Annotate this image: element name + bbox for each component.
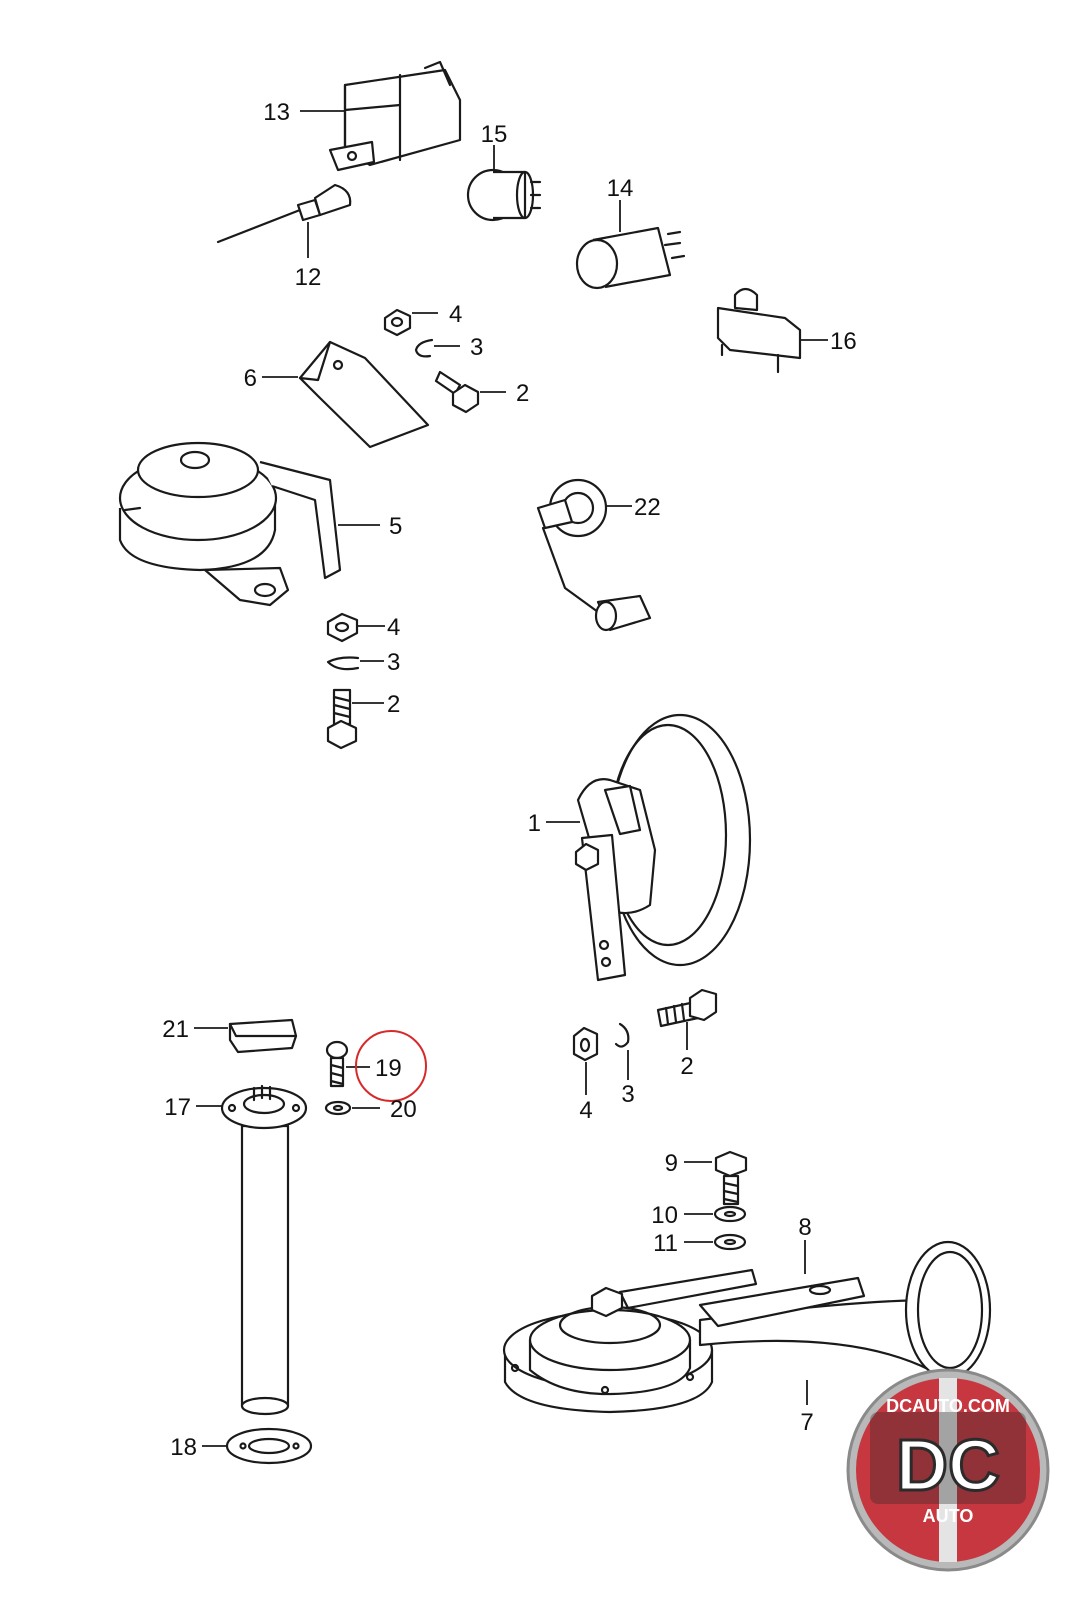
part-13-relay (328, 60, 462, 172)
part-22-sender (536, 478, 652, 632)
part-3-washer-middle (326, 656, 360, 671)
part-11-washer (713, 1233, 747, 1251)
callout-20: 20 (390, 1096, 417, 1123)
part-20-washer (324, 1100, 352, 1116)
callout-4-lower: 4 (579, 1097, 592, 1124)
part-2-bolt-middle (326, 688, 358, 750)
part-19-screw (325, 1040, 349, 1088)
callout-11: 11 (653, 1230, 678, 1257)
callout-14: 14 (607, 175, 634, 202)
callout-3-lower: 3 (621, 1081, 634, 1108)
part-10-washer (713, 1205, 747, 1223)
callout-16: 16 (830, 328, 857, 355)
callout-2-lower: 2 (680, 1053, 693, 1080)
callout-15: 15 (481, 121, 508, 148)
logo-site-text: DCAUTO.COM (886, 1396, 1010, 1416)
callout-13: 13 (263, 99, 290, 126)
callout-7: 7 (800, 1409, 813, 1436)
logo-mark-text: DC (896, 1426, 1000, 1506)
callout-10: 10 (651, 1202, 678, 1229)
part-14-cylinder (575, 226, 686, 290)
part-4-nut-middle (326, 612, 359, 643)
callout-17: 17 (164, 1094, 191, 1121)
callout-18: 18 (170, 1434, 197, 1461)
callout-3-upper: 3 (470, 334, 483, 361)
callout-3-middle: 3 (387, 649, 400, 676)
part-3-washer-lower (614, 1022, 630, 1048)
callout-2-upper: 2 (516, 380, 529, 407)
part-3-washer-upper (414, 338, 434, 358)
part-4-nut-upper (383, 308, 412, 337)
part-9-bolt (714, 1150, 748, 1206)
part-6-bracket (298, 340, 430, 449)
callout-4-middle: 4 (387, 614, 400, 641)
part-16-push-switch (716, 287, 802, 374)
callout-2-middle: 2 (387, 691, 400, 718)
part-15-round-switch (466, 168, 542, 222)
part-12-sensor (216, 183, 352, 244)
part-2-bolt-upper (434, 370, 480, 414)
part-8-strap (590, 1268, 866, 1328)
callout-5: 5 (389, 513, 402, 540)
part-5-horn (118, 441, 342, 607)
callout-21: 21 (162, 1016, 189, 1043)
part-4-nut-lower (572, 1026, 599, 1062)
callout-1: 1 (528, 810, 541, 837)
dcauto-logo: DCAUTO.COM DC AUTO (846, 1368, 1050, 1572)
callout-19: 19 (375, 1055, 402, 1082)
part-7-trumpet-horn (502, 1240, 992, 1414)
part-18-gasket (225, 1427, 313, 1465)
highlight-circle (355, 1030, 427, 1102)
callout-9: 9 (665, 1150, 678, 1177)
part-21-cap (228, 1018, 298, 1054)
part-2-bolt-lower (656, 988, 718, 1028)
logo-word-text: AUTO (923, 1506, 974, 1526)
part-1-horn (574, 713, 752, 982)
callout-6: 6 (244, 365, 257, 392)
callout-8: 8 (798, 1214, 811, 1241)
callout-22: 22 (634, 494, 661, 521)
part-17-tube-sender (220, 1084, 308, 1416)
callout-12: 12 (295, 264, 322, 291)
callout-4-upper: 4 (449, 301, 462, 328)
